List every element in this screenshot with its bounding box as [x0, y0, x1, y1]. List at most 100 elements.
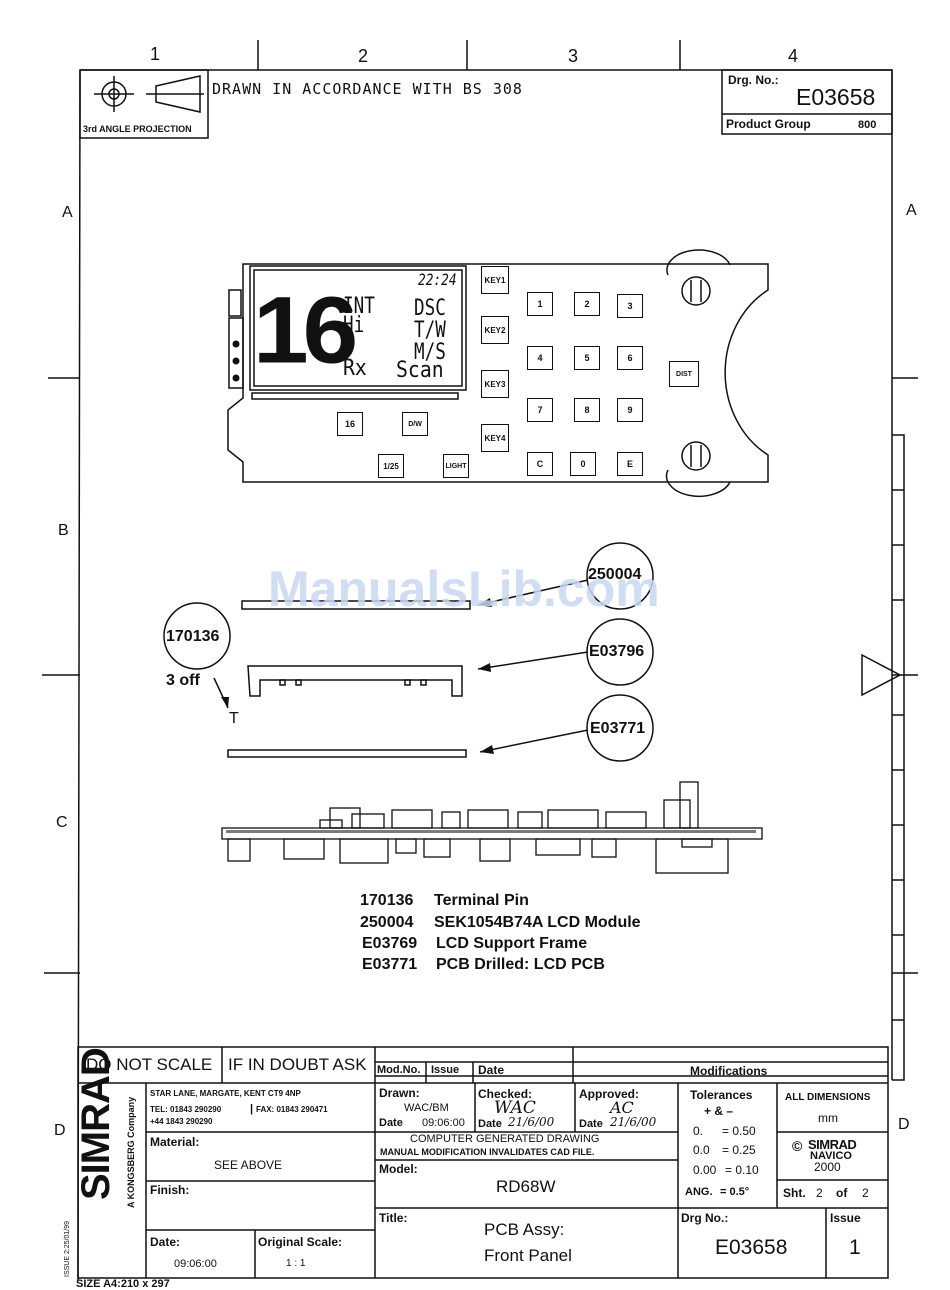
- part-desc-3: LCD Support Frame: [436, 935, 588, 952]
- issue-header: Issue: [431, 1064, 460, 1076]
- keypad-0-button[interactable]: 0: [570, 452, 596, 476]
- tol-val-1: = 0.50: [722, 1124, 756, 1138]
- lcd-channel: 16: [253, 276, 358, 384]
- part-code-2: 250004: [360, 914, 414, 931]
- lcd-int: INT: [343, 294, 375, 319]
- model-value: RD68W: [496, 1177, 556, 1196]
- finish-label: Finish:: [150, 1183, 190, 1197]
- grid-row-a-right: A: [906, 202, 917, 219]
- keypad-6-button[interactable]: 6: [617, 346, 643, 370]
- tol-val-2: = 0.25: [722, 1143, 756, 1157]
- kongsberg-label: A KONGSBERG Company: [126, 1096, 136, 1208]
- copyright-icon: ©: [792, 1138, 803, 1154]
- product-group-label: Product Group: [726, 117, 811, 131]
- copyright-brand: SIMRAD: [808, 1137, 857, 1152]
- company-tel-intl: +44 1843 290290: [150, 1117, 213, 1126]
- part-code-3: E03769: [362, 935, 418, 952]
- ch16-button[interactable]: 16: [337, 412, 363, 436]
- header-drg-no: E03658: [796, 84, 876, 110]
- tel-fax-divider: |: [250, 1103, 254, 1115]
- watermark: ManualsLib.com: [268, 561, 660, 617]
- grid-row-a: A: [62, 204, 73, 221]
- grid-row-d: D: [54, 1122, 66, 1139]
- callout-e03796: E03796: [589, 643, 645, 660]
- keypad-1-button[interactable]: 1: [527, 292, 553, 316]
- callout-250004: 250004: [588, 566, 642, 583]
- keypad-7-button[interactable]: 7: [527, 398, 553, 422]
- drg-no-value: E03658: [715, 1236, 788, 1259]
- light-button[interactable]: LIGHT: [443, 454, 469, 478]
- title-label: Title:: [379, 1211, 408, 1225]
- date-value: 09:06:00: [174, 1258, 217, 1270]
- approved-date-label: Date: [579, 1118, 603, 1130]
- grid-row-b: B: [58, 522, 69, 539]
- part-desc-4: PCB Drilled: LCD PCB: [436, 956, 605, 973]
- tol-fmt-1: 0.: [693, 1124, 704, 1138]
- grid-row-c: C: [56, 814, 68, 831]
- date-header: Date: [478, 1063, 505, 1077]
- approved-date: 21/6/00: [610, 1115, 657, 1129]
- grid-col-4: 4: [788, 46, 799, 66]
- lcd-hi: Hi: [343, 313, 365, 338]
- keypad-5-button[interactable]: 5: [574, 346, 600, 370]
- callout-qty: 3 off: [166, 672, 200, 689]
- projection-label: 3rd ANGLE PROJECTION: [83, 124, 192, 134]
- lcd-scan: Scan: [396, 358, 444, 383]
- tol-fmt-3: 0.00: [693, 1163, 717, 1177]
- drawn-label: Drawn:: [379, 1086, 420, 1100]
- keypad-2-button[interactable]: 2: [574, 292, 600, 316]
- pin-marker: T: [229, 710, 239, 727]
- approved-by: AC: [610, 1098, 634, 1117]
- drawn-by: WAC/BM: [404, 1102, 449, 1114]
- of-label: of: [836, 1186, 848, 1200]
- keypad-3-button[interactable]: 3: [617, 294, 643, 318]
- keypad-c-button[interactable]: C: [527, 452, 553, 476]
- company-address: STAR LANE, MARGATE, KENT CT9 4NP: [150, 1089, 301, 1098]
- tol-val-3: = 0.10: [725, 1163, 759, 1177]
- copyright-year: 2000: [814, 1160, 841, 1174]
- mod-no-header: Mod.No.: [377, 1064, 421, 1076]
- issue-code: ISSUE 2:25/01/99: [64, 1220, 71, 1277]
- key3-button[interactable]: KEY3: [481, 370, 509, 398]
- tolerances-label: Tolerances: [690, 1088, 753, 1102]
- checked-date: 21/6/00: [508, 1115, 555, 1129]
- key2-button[interactable]: KEY2: [481, 316, 509, 344]
- sheet-label: Sht.: [783, 1186, 806, 1200]
- key1-button[interactable]: KEY1: [481, 266, 509, 294]
- lcd-dsc: DSC: [414, 296, 446, 321]
- header-drg-no-label: Drg. No.:: [728, 73, 779, 87]
- key4-button[interactable]: KEY4: [481, 424, 509, 452]
- part-desc-2: SEK1054B74A LCD Module: [434, 914, 641, 931]
- drawn-date: 09:06:00: [422, 1117, 465, 1129]
- drg-no-label: Drg No.:: [681, 1211, 729, 1225]
- tolerances-pm: + & –: [704, 1104, 734, 1118]
- keypad-4-button[interactable]: 4: [527, 346, 553, 370]
- dual-watch-button[interactable]: D/W: [402, 412, 428, 436]
- scale-label: Original Scale:: [258, 1235, 343, 1249]
- tol-fmt-2: 0.0: [693, 1143, 710, 1157]
- power-1-25-button[interactable]: 1/25: [378, 454, 404, 478]
- lcd-rx: Rx: [343, 356, 367, 381]
- part-code-4: E03771: [362, 956, 418, 973]
- company-tel: TEL: 01843 290290: [150, 1105, 222, 1114]
- title-line-2: Front Panel: [484, 1246, 572, 1265]
- keypad-9-button[interactable]: 9: [617, 398, 643, 422]
- tol-fmt-4: ANG.: [685, 1186, 713, 1198]
- approved-label: Approved:: [579, 1087, 639, 1101]
- model-label: Model:: [379, 1162, 418, 1176]
- tol-val-4: = 0.5°: [720, 1186, 750, 1198]
- title-line-1: PCB Assy:: [484, 1220, 565, 1239]
- grid-col-1: 1: [150, 44, 161, 64]
- checked-label: Checked:: [478, 1087, 533, 1101]
- distress-button[interactable]: DIST: [669, 361, 699, 387]
- keypad-e-button[interactable]: E: [617, 452, 643, 476]
- grid-col-2: 2: [358, 46, 369, 66]
- lcd-time: 22:24: [418, 270, 457, 289]
- do-not-scale: DO NOT SCALE: [86, 1055, 213, 1074]
- issue-value: 1: [849, 1236, 861, 1259]
- manual-mod-note: MANUAL MODIFICATION INVALIDATES CAD FILE…: [380, 1147, 595, 1157]
- keypad-8-button[interactable]: 8: [574, 398, 600, 422]
